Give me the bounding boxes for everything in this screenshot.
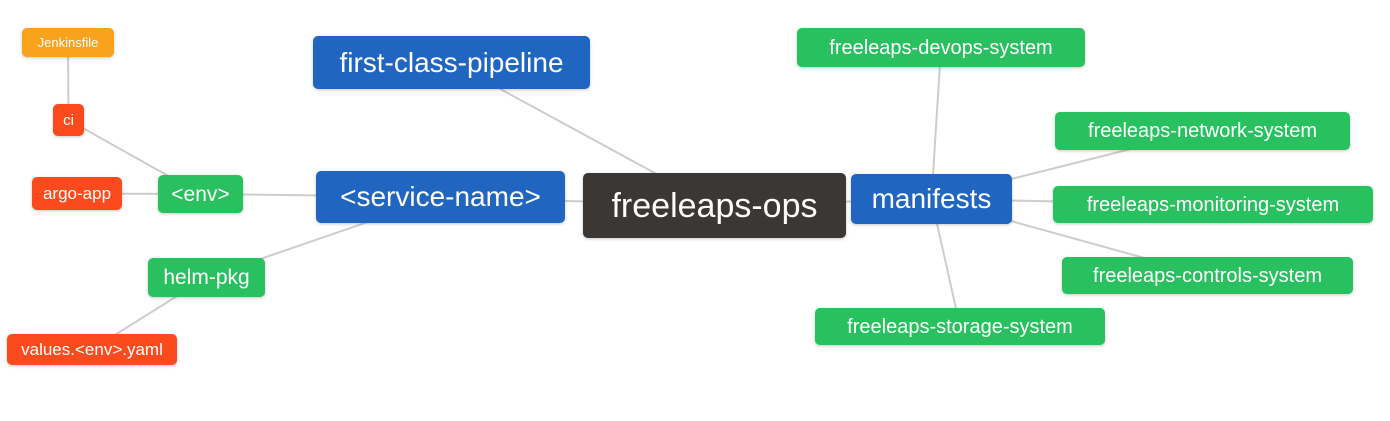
node-env[interactable]: <env>	[158, 175, 243, 213]
node-freeleaps-monitoring-system[interactable]: freeleaps-monitoring-system	[1053, 186, 1373, 223]
node-ci[interactable]: ci	[53, 104, 84, 136]
node-argo-app[interactable]: argo-app	[32, 177, 122, 210]
node-service-name[interactable]: <service-name>	[316, 171, 565, 223]
node-freeleaps-storage-system[interactable]: freeleaps-storage-system	[815, 308, 1105, 345]
node-freeleaps-devops-system[interactable]: freeleaps-devops-system	[797, 28, 1085, 67]
node-freeleaps-ops[interactable]: freeleaps-ops	[583, 173, 846, 238]
node-first-class-pipeline[interactable]: first-class-pipeline	[313, 36, 590, 89]
node-freeleaps-network-system[interactable]: freeleaps-network-system	[1055, 112, 1350, 150]
node-values-env-yaml[interactable]: values.<env>.yaml	[7, 334, 177, 365]
node-jenkinsfile[interactable]: Jenkinsfile	[22, 28, 114, 57]
node-helm-pkg[interactable]: helm-pkg	[148, 258, 265, 297]
node-manifests[interactable]: manifests	[851, 174, 1012, 224]
node-freeleaps-controls-system[interactable]: freeleaps-controls-system	[1062, 257, 1353, 294]
edge-manifests-freeleaps-devops-system	[930, 47, 942, 200]
